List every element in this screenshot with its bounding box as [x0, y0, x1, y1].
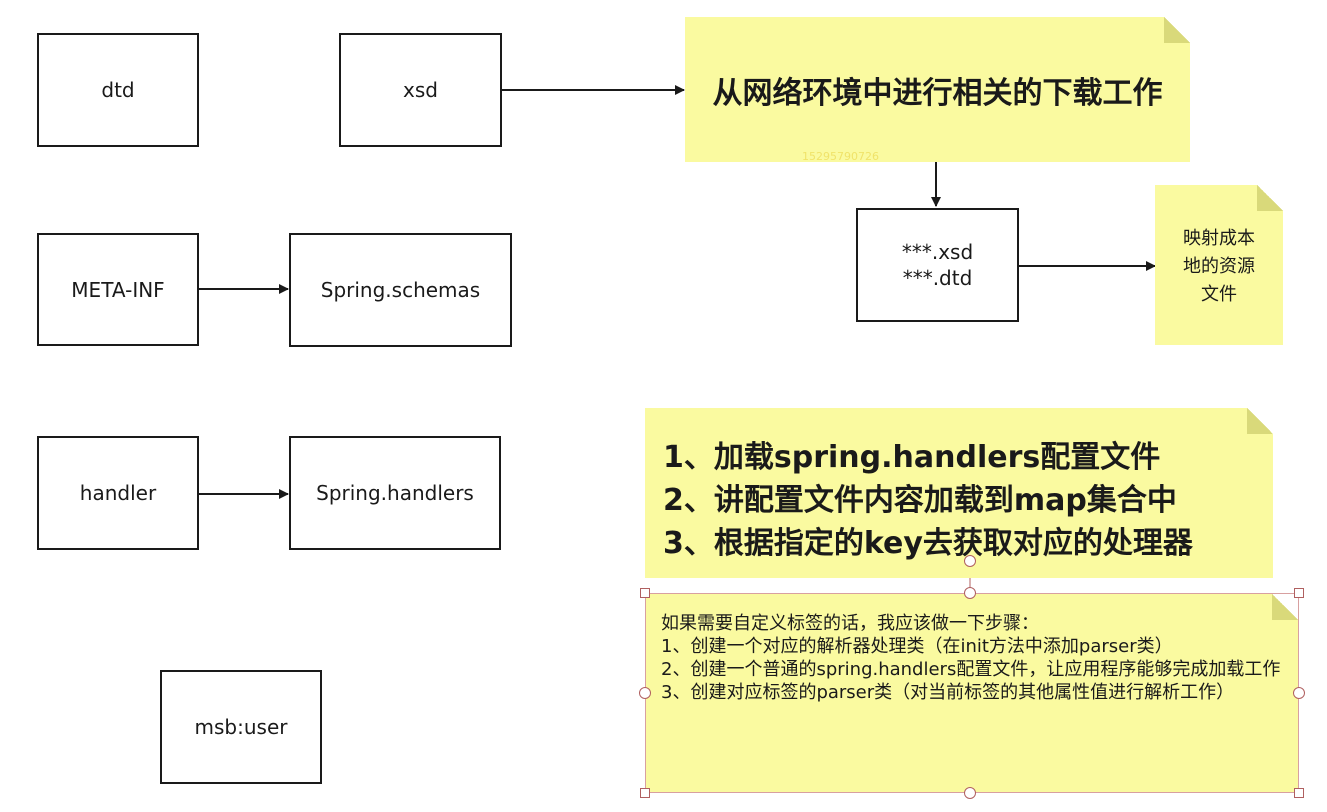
- watermark-text: 15295790726: [802, 150, 879, 163]
- dtd-box[interactable]: dtd: [37, 33, 199, 147]
- map-local-line: 地的资源: [1183, 256, 1255, 277]
- step-item: 1、加载spring.handlers配置文件: [663, 440, 1161, 475]
- custom-tag-note[interactable]: 如果需要自定义标签的话，我应该做一下步骤： 1、创建一个对应的解析器处理类（在i…: [645, 593, 1299, 793]
- meta-inf-label: META-INF: [71, 277, 165, 302]
- local-dtd-label: ***.dtd: [902, 266, 973, 290]
- local-files-box[interactable]: ***.xsd ***.dtd: [856, 208, 1019, 322]
- msb-user-label: msb:user: [194, 715, 288, 739]
- note-fold-shade: [1247, 408, 1273, 434]
- resize-handle-n[interactable]: [964, 587, 976, 599]
- step-item: 3、根据指定的key去获取对应的处理器: [663, 526, 1193, 561]
- spring-schemas-box[interactable]: Spring.schemas: [289, 233, 512, 347]
- note-fold-shade: [1272, 594, 1298, 620]
- map-local-line: 文件: [1201, 284, 1237, 305]
- resize-handle-w[interactable]: [639, 687, 651, 699]
- handler-box[interactable]: handler: [37, 436, 199, 550]
- download-note-text: 从网络环境中进行相关的下载工作: [712, 75, 1163, 111]
- custom-tag-text: 如果需要自定义标签的话，我应该做一下步骤： 1、创建一个对应的解析器处理类（在i…: [661, 612, 1284, 704]
- resize-handle-sw[interactable]: [640, 788, 650, 798]
- xsd-label: xsd: [403, 78, 438, 102]
- spring-handlers-box[interactable]: Spring.handlers: [289, 436, 501, 550]
- xsd-box[interactable]: xsd: [339, 33, 502, 147]
- custom-tag-line: 3、创建对应标签的parser类（对当前标签的其他属性值进行解析工作）: [661, 682, 1235, 703]
- custom-tag-line: 1、创建一个对应的解析器处理类（在init方法中添加parser类）: [661, 636, 1173, 657]
- resize-handle-se[interactable]: [1294, 788, 1304, 798]
- resize-handle-s[interactable]: [964, 787, 976, 799]
- steps-list: 1、加载spring.handlers配置文件 2、讲配置文件内容加载到map集…: [663, 436, 1193, 565]
- local-xsd-label: ***.xsd: [901, 240, 974, 264]
- meta-inf-box[interactable]: META-INF: [37, 233, 199, 346]
- custom-tag-line: 如果需要自定义标签的话，我应该做一下步骤：: [661, 613, 1039, 634]
- custom-tag-line: 2、创建一个普通的spring.handlers配置文件，让应用程序能够完成加载…: [661, 659, 1281, 680]
- step-item: 2、讲配置文件内容加载到map集合中: [663, 483, 1177, 518]
- dtd-label: dtd: [101, 78, 135, 102]
- map-local-note[interactable]: 映射成本 地的资源 文件: [1155, 185, 1283, 345]
- note-fold-shade: [1257, 185, 1283, 211]
- note-fold-shade: [1164, 17, 1190, 43]
- steps-note[interactable]: 1、加载spring.handlers配置文件 2、讲配置文件内容加载到map集…: [645, 408, 1273, 578]
- download-note[interactable]: 从网络环境中进行相关的下载工作: [685, 17, 1190, 162]
- spring-handlers-label: Spring.handlers: [316, 481, 474, 505]
- resize-handle-e[interactable]: [1293, 687, 1305, 699]
- map-local-text: 映射成本 地的资源 文件: [1155, 225, 1283, 309]
- handler-label: handler: [79, 481, 157, 505]
- resize-handle-ne[interactable]: [1294, 588, 1304, 598]
- resize-handle-nw[interactable]: [640, 588, 650, 598]
- msb-user-box[interactable]: msb:user: [160, 670, 322, 784]
- rotate-handle[interactable]: [964, 555, 976, 567]
- map-local-line: 映射成本: [1183, 228, 1255, 249]
- spring-schemas-label: Spring.schemas: [320, 278, 481, 302]
